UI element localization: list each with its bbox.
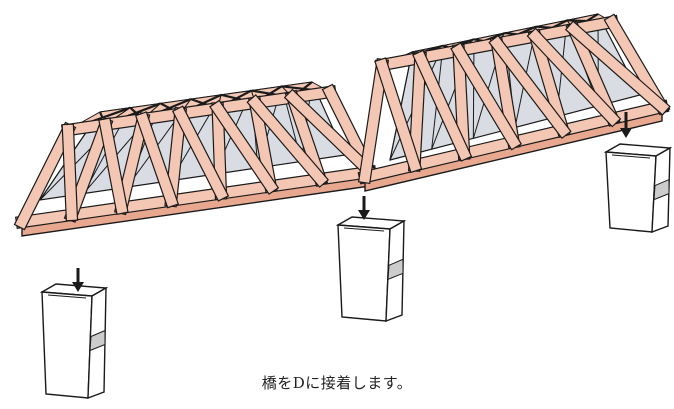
end-post xyxy=(15,123,75,229)
diagonal-member xyxy=(451,43,521,149)
diagonal-member xyxy=(248,95,328,187)
pier-bevel xyxy=(611,154,651,159)
bridge-spans xyxy=(13,13,671,237)
diagonal-member xyxy=(375,58,421,172)
diagonal-member xyxy=(528,29,620,126)
vertical-member xyxy=(409,52,426,171)
diagonal-member xyxy=(210,101,278,194)
arrow-head xyxy=(358,210,370,220)
pier-bevel xyxy=(47,294,87,299)
instruction-caption: 橋をDに接着します。 xyxy=(261,374,413,392)
pier-stripe xyxy=(653,178,670,201)
diagonal-member xyxy=(489,36,571,138)
diagonal-member xyxy=(136,112,178,207)
end-post xyxy=(359,59,388,183)
pier-left xyxy=(39,283,109,400)
pier-bevel xyxy=(343,227,385,232)
diagonal-member xyxy=(62,124,77,221)
pier-stripe xyxy=(387,258,404,281)
pier-stripe xyxy=(89,329,106,352)
bridge-span-right xyxy=(357,13,671,192)
vertical-member xyxy=(115,113,149,214)
diagonal-member xyxy=(173,106,228,201)
pier-front xyxy=(337,224,391,322)
vertical-member xyxy=(453,45,470,159)
bridge-span-left xyxy=(13,81,379,237)
diagonal-member xyxy=(566,22,670,115)
down-arrow-right xyxy=(620,112,632,138)
pier-front xyxy=(605,151,657,233)
diagonal-member xyxy=(413,51,471,161)
diagonal-member xyxy=(99,118,128,214)
bridge-piers xyxy=(39,143,673,400)
down-arrow-center xyxy=(358,196,370,220)
far-vertical-member xyxy=(472,39,475,139)
pier-right xyxy=(603,143,673,234)
diagonal-member xyxy=(285,90,378,180)
arrow-head xyxy=(620,128,632,138)
placement-arrows xyxy=(72,112,632,292)
down-arrow-left xyxy=(72,268,84,292)
pier-center xyxy=(335,216,407,323)
vertical-member xyxy=(65,118,112,222)
arrow-head xyxy=(72,282,84,292)
bottom-chord xyxy=(16,166,376,228)
